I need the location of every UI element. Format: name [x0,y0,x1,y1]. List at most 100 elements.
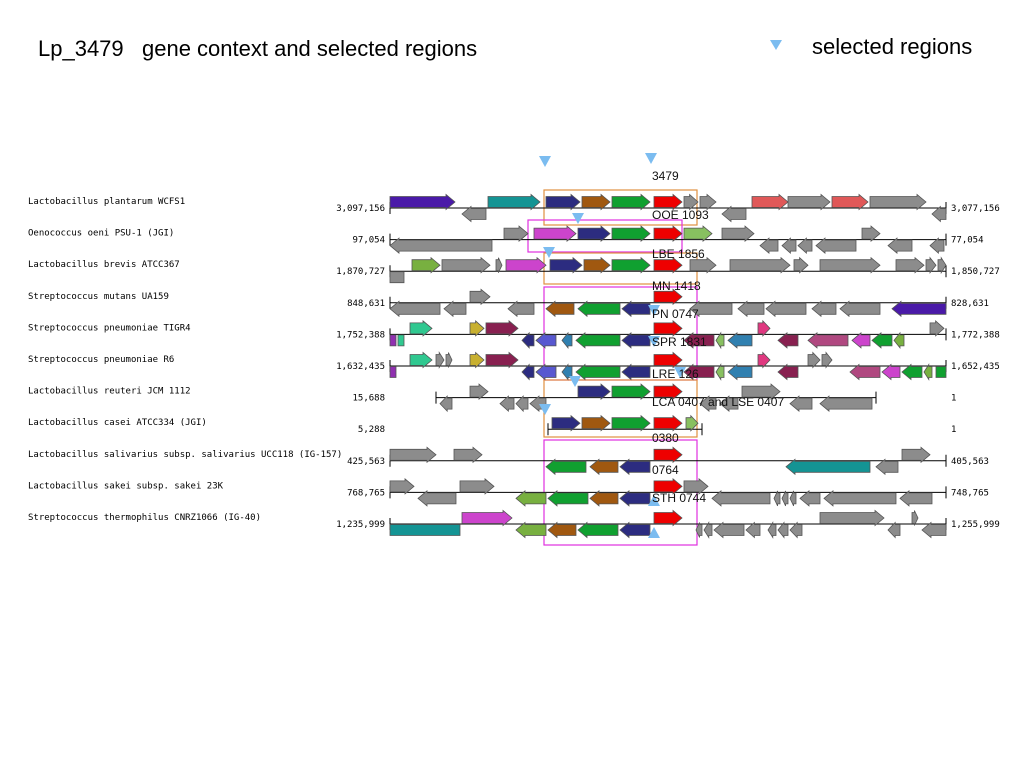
gene-arrow [545,300,575,318]
gene-arrow [799,490,821,507]
end-coordinate: 748,765 [951,488,989,498]
gene-arrow [439,395,453,413]
gene-arrow [911,510,919,526]
end-coordinate: 405,563 [951,457,989,467]
gene-arrow [931,205,947,223]
gene-arrow [485,320,519,337]
gene-arrow [507,300,535,318]
gene-arrow [695,522,703,538]
organism-label: Oenococcus oeni PSU-1 (JGI) [28,229,174,239]
gene-arrow [435,351,445,369]
gene-arrow [759,237,779,254]
gene-arrow [581,414,611,432]
gene-arrow [417,490,457,507]
gene-arrow [727,363,753,381]
gene-arrow [887,237,913,254]
gene-arrow [861,225,881,242]
gene-arrow [715,331,725,350]
gene-arrow [653,351,683,369]
gene-arrow [389,366,397,378]
gene-arrow [495,257,503,273]
gene-arrow [757,351,771,369]
gene-arrow [461,509,513,527]
gene-arrow [535,363,557,381]
gene-arrow [781,237,797,254]
start-coordinate: 3,097,156 [336,204,385,214]
gene-arrow [741,383,781,400]
gene-arrow [751,193,789,211]
gene-arrow [549,256,583,274]
gene-arrow [887,521,901,539]
organism-label: Lactobacillus casei ATCC334 (JGI) [28,418,207,428]
region-annotation: 3479 [652,169,679,183]
gene-arrow [721,205,747,223]
gene-arrow [765,300,807,318]
gene-arrow [871,332,893,349]
gene-arrow [727,332,753,349]
gene-arrow [839,300,881,318]
end-coordinate: 1,772,388 [951,330,1000,340]
gene-arrow [789,395,813,412]
gene-arrow [895,256,925,274]
gene-arrow [389,334,397,347]
region-annotation: PN 0747 [652,307,699,321]
organism-label: Lactobacillus reuteri JCM 1112 [28,387,191,397]
gene-arrow [849,363,881,381]
gene-arrow [683,363,715,381]
gene-arrow [777,521,789,539]
gene-arrow [793,256,809,274]
gene-arrow [703,521,713,539]
gene-arrow [923,363,933,381]
gene-arrow [389,524,461,536]
region-annotation: LCA 0407 and LSE 0407 [652,395,784,409]
gene-arrow [547,521,577,539]
gene-arrow [653,414,683,432]
region-annotation: OOE 1093 [652,208,709,222]
legend-label: selected regions [812,34,973,59]
end-coordinate: 3,077,156 [951,204,1000,214]
genome-row: Streptococcus thermophilus CNRZ1066 (IG-… [28,509,1000,539]
selected-region-marker-icon [648,527,660,538]
gene-arrow [653,256,683,274]
gene-arrow [807,351,821,369]
organism-label: Lactobacillus plantarum WCFS1 [28,197,185,207]
gene-arrow [389,271,405,284]
gene-arrow [929,320,945,337]
gene-arrow [445,352,453,368]
gene-arrow [575,332,621,349]
organism-label: Streptococcus mutans UA159 [28,292,169,302]
start-coordinate: 425,563 [347,457,385,467]
selected-region-marker-icon [569,376,581,387]
end-coordinate: 1,850,727 [951,267,1000,277]
gene-arrow [683,193,699,211]
selected-region-marker-icon [648,305,660,316]
end-coordinate: 1,652,435 [951,362,1000,372]
region-annotation: SPR 1831 [652,335,707,349]
gene-arrow [653,225,683,242]
gene-arrow [713,521,745,539]
gene-arrow [729,256,791,274]
gene-arrow [485,351,519,369]
gene-arrow [787,193,831,211]
selected-region-marker-icon [572,213,584,224]
gene-arrow [901,363,923,381]
genome-row: Lactobacillus salivarius subsp. salivari… [28,446,989,476]
gene-arrow [577,383,611,400]
organism-label: Streptococcus thermophilus CNRZ1066 (IG-… [28,513,261,523]
gene-arrow [773,490,781,507]
region-markers [539,153,686,538]
organism-label: Lactobacillus brevis ATCC367 [28,260,180,270]
gene-arrow [389,446,437,464]
gene-arrow [781,490,789,507]
end-coordinate: 1,255,999 [951,520,1000,530]
gene-arrow [689,300,733,318]
gene-arrow [789,490,797,507]
start-coordinate: 97,054 [352,236,385,246]
gene-arrow [611,256,651,274]
gene-arrow [611,225,651,242]
